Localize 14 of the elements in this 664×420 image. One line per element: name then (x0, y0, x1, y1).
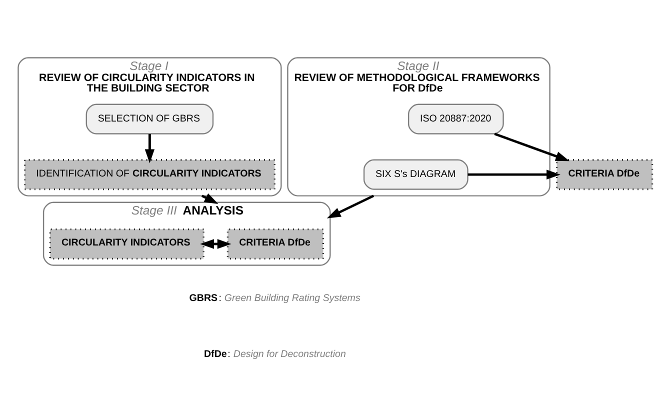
node-box: CRITERIA DfDe (226, 228, 324, 259)
node-box: SELECTION OF GBRS (86, 103, 214, 134)
arrow (200, 238, 232, 248)
arrow (468, 169, 560, 179)
node-box: ISO 20887:2020 (408, 103, 504, 134)
arrow (144, 134, 155, 163)
node-box: CIRCULARITY INDICATORS (49, 228, 204, 259)
label: GBRS: Green Building Rating Systems (189, 292, 360, 304)
arrow (494, 132, 570, 161)
label: DfDe: Design for Deconstruction (204, 348, 346, 360)
node-box: IDENTIFICATION OF CIRCULARITY INDICATORS (24, 158, 276, 190)
node-box: CRITERIA DfDe (556, 158, 654, 190)
node-box: SIX S's DIAGRAM (363, 158, 468, 190)
arrow (326, 194, 374, 218)
